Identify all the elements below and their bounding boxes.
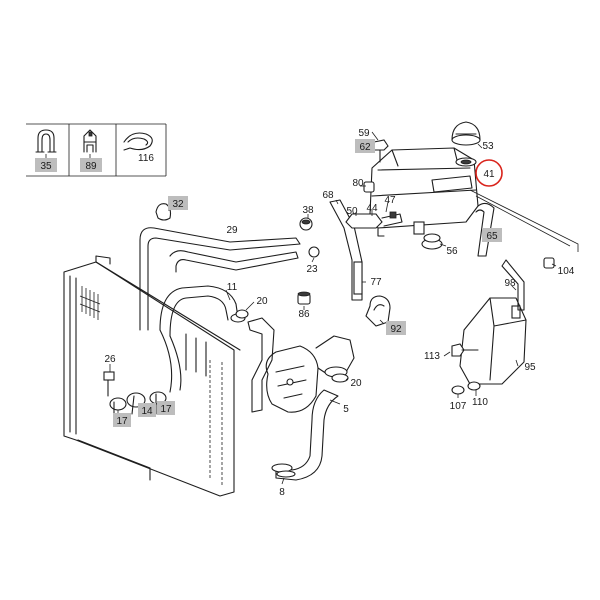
bolt-59-62 <box>373 139 389 163</box>
callout-50: 50 <box>346 206 358 217</box>
callout-41: 41 <box>483 169 495 180</box>
callout-14-box <box>138 403 156 417</box>
callout-17-right-box <box>157 401 175 415</box>
sensor-44-47-50 <box>345 211 403 229</box>
callout-89: 89 <box>85 161 97 172</box>
fitting-104 <box>543 257 555 269</box>
callout-35: 35 <box>40 161 52 172</box>
clamp-8 <box>271 463 296 478</box>
callout-65: 65 <box>486 231 498 242</box>
radiator <box>63 255 241 497</box>
hose-65 <box>475 202 495 257</box>
hose-98 <box>501 259 525 311</box>
callout-17-left: 17 <box>116 416 128 427</box>
cap-53 <box>451 121 481 146</box>
lower-hose-5 <box>275 389 339 481</box>
radiator-core-grille <box>79 286 101 320</box>
clamp-23 <box>308 246 320 258</box>
pipe-77 <box>353 261 363 295</box>
upper-hose-29 <box>139 227 301 331</box>
callout-32-box <box>168 196 188 210</box>
callout-53: 53 <box>482 141 494 152</box>
callout-92: 92 <box>390 324 402 335</box>
hose-20-upper <box>247 317 275 413</box>
seal-41 <box>455 157 477 167</box>
hose-68 <box>329 199 363 301</box>
callout-11: 11 <box>227 282 238 293</box>
callout-62-box <box>355 139 375 153</box>
callout-20-upper: 20 <box>256 296 268 307</box>
callout-80: 80 <box>352 178 364 189</box>
callout-17-left-box <box>113 413 131 427</box>
cable-tie-116-icon <box>123 132 153 151</box>
clip-35-icon <box>35 129 57 153</box>
bolt-113 <box>451 343 479 357</box>
thermostat-housing <box>265 335 355 413</box>
callout-26: 26 <box>104 354 116 365</box>
callout-20-lower: 20 <box>350 378 362 389</box>
grommet-56 <box>421 233 443 250</box>
clamp-32 <box>155 203 172 221</box>
callout-104: 104 <box>558 266 575 277</box>
callout-38: 38 <box>302 205 314 216</box>
clamp-38 <box>299 217 313 231</box>
callout-92-box <box>386 321 406 335</box>
callout-107: 107 <box>450 401 467 412</box>
leader-lines <box>45 131 557 485</box>
callout-68: 68 <box>322 190 334 201</box>
washer-reservoir-95 <box>459 297 527 385</box>
callout-113: 113 <box>424 351 440 362</box>
clamp-20-a <box>235 309 249 319</box>
callout-44: 44 <box>366 203 378 214</box>
callout-95: 95 <box>524 362 536 373</box>
callout-62: 62 <box>359 142 371 153</box>
callout-8: 8 <box>279 487 285 498</box>
callout-89-box <box>80 158 102 172</box>
callout-17-right: 17 <box>160 404 172 415</box>
callout-5: 5 <box>343 404 349 415</box>
callout-116: 116 <box>138 153 154 164</box>
pipe-run-right <box>469 189 579 252</box>
callout-98: 98 <box>504 278 516 289</box>
fitting-86 <box>297 291 311 305</box>
callout-59: 59 <box>358 128 370 139</box>
callout-56: 56 <box>446 246 458 257</box>
clamp-20-b <box>331 373 349 383</box>
callout-86: 86 <box>298 309 310 320</box>
callout-47: 47 <box>384 195 396 206</box>
bracket-26 <box>103 371 115 397</box>
hose-11 <box>159 285 246 393</box>
callout-65-box <box>482 228 502 242</box>
callout-14: 14 <box>141 406 153 417</box>
grommet-80 <box>363 181 375 193</box>
callout-labels: 35 89 116 59 62 53 41 80 68 47 50 44 38 … <box>35 128 575 498</box>
callout-29: 29 <box>226 225 238 236</box>
callout-23: 23 <box>306 264 318 275</box>
callout-110: 110 <box>472 397 488 408</box>
clip-92 <box>365 295 391 327</box>
callout-77: 77 <box>370 277 382 288</box>
highlight-ring-41 <box>475 159 503 187</box>
clip-legend-table <box>26 123 167 177</box>
callout-35-box <box>35 158 57 172</box>
clip-89-icon <box>83 129 97 153</box>
callout-32: 32 <box>172 199 184 210</box>
